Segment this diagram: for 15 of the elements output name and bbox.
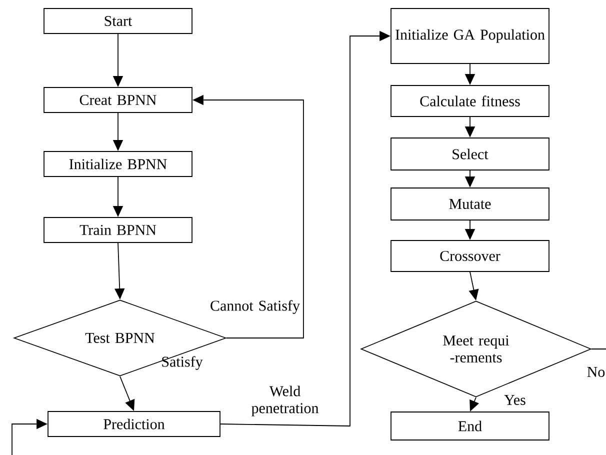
edge-label: Satisfy: [162, 356, 203, 370]
process-box: Initialize BPNN: [44, 151, 192, 177]
edge-label: Yes: [504, 395, 526, 405]
process-box: End: [390, 412, 550, 440]
edge-label: Cannot Satisfy: [210, 300, 300, 314]
process-box: Train BPNN: [44, 217, 192, 243]
process-box: Initialize GA Population: [390, 8, 550, 64]
process-box: Select: [390, 138, 550, 170]
process-box: Calculate fitness: [390, 85, 550, 117]
process-box: Crossover: [390, 240, 550, 272]
process-box: Start: [44, 8, 192, 34]
process-box: Creat BPNN: [44, 87, 192, 113]
process-box: Prediction: [48, 411, 220, 437]
edge-label: Weld penetration: [252, 386, 319, 416]
process-box: Mutate: [390, 188, 550, 220]
